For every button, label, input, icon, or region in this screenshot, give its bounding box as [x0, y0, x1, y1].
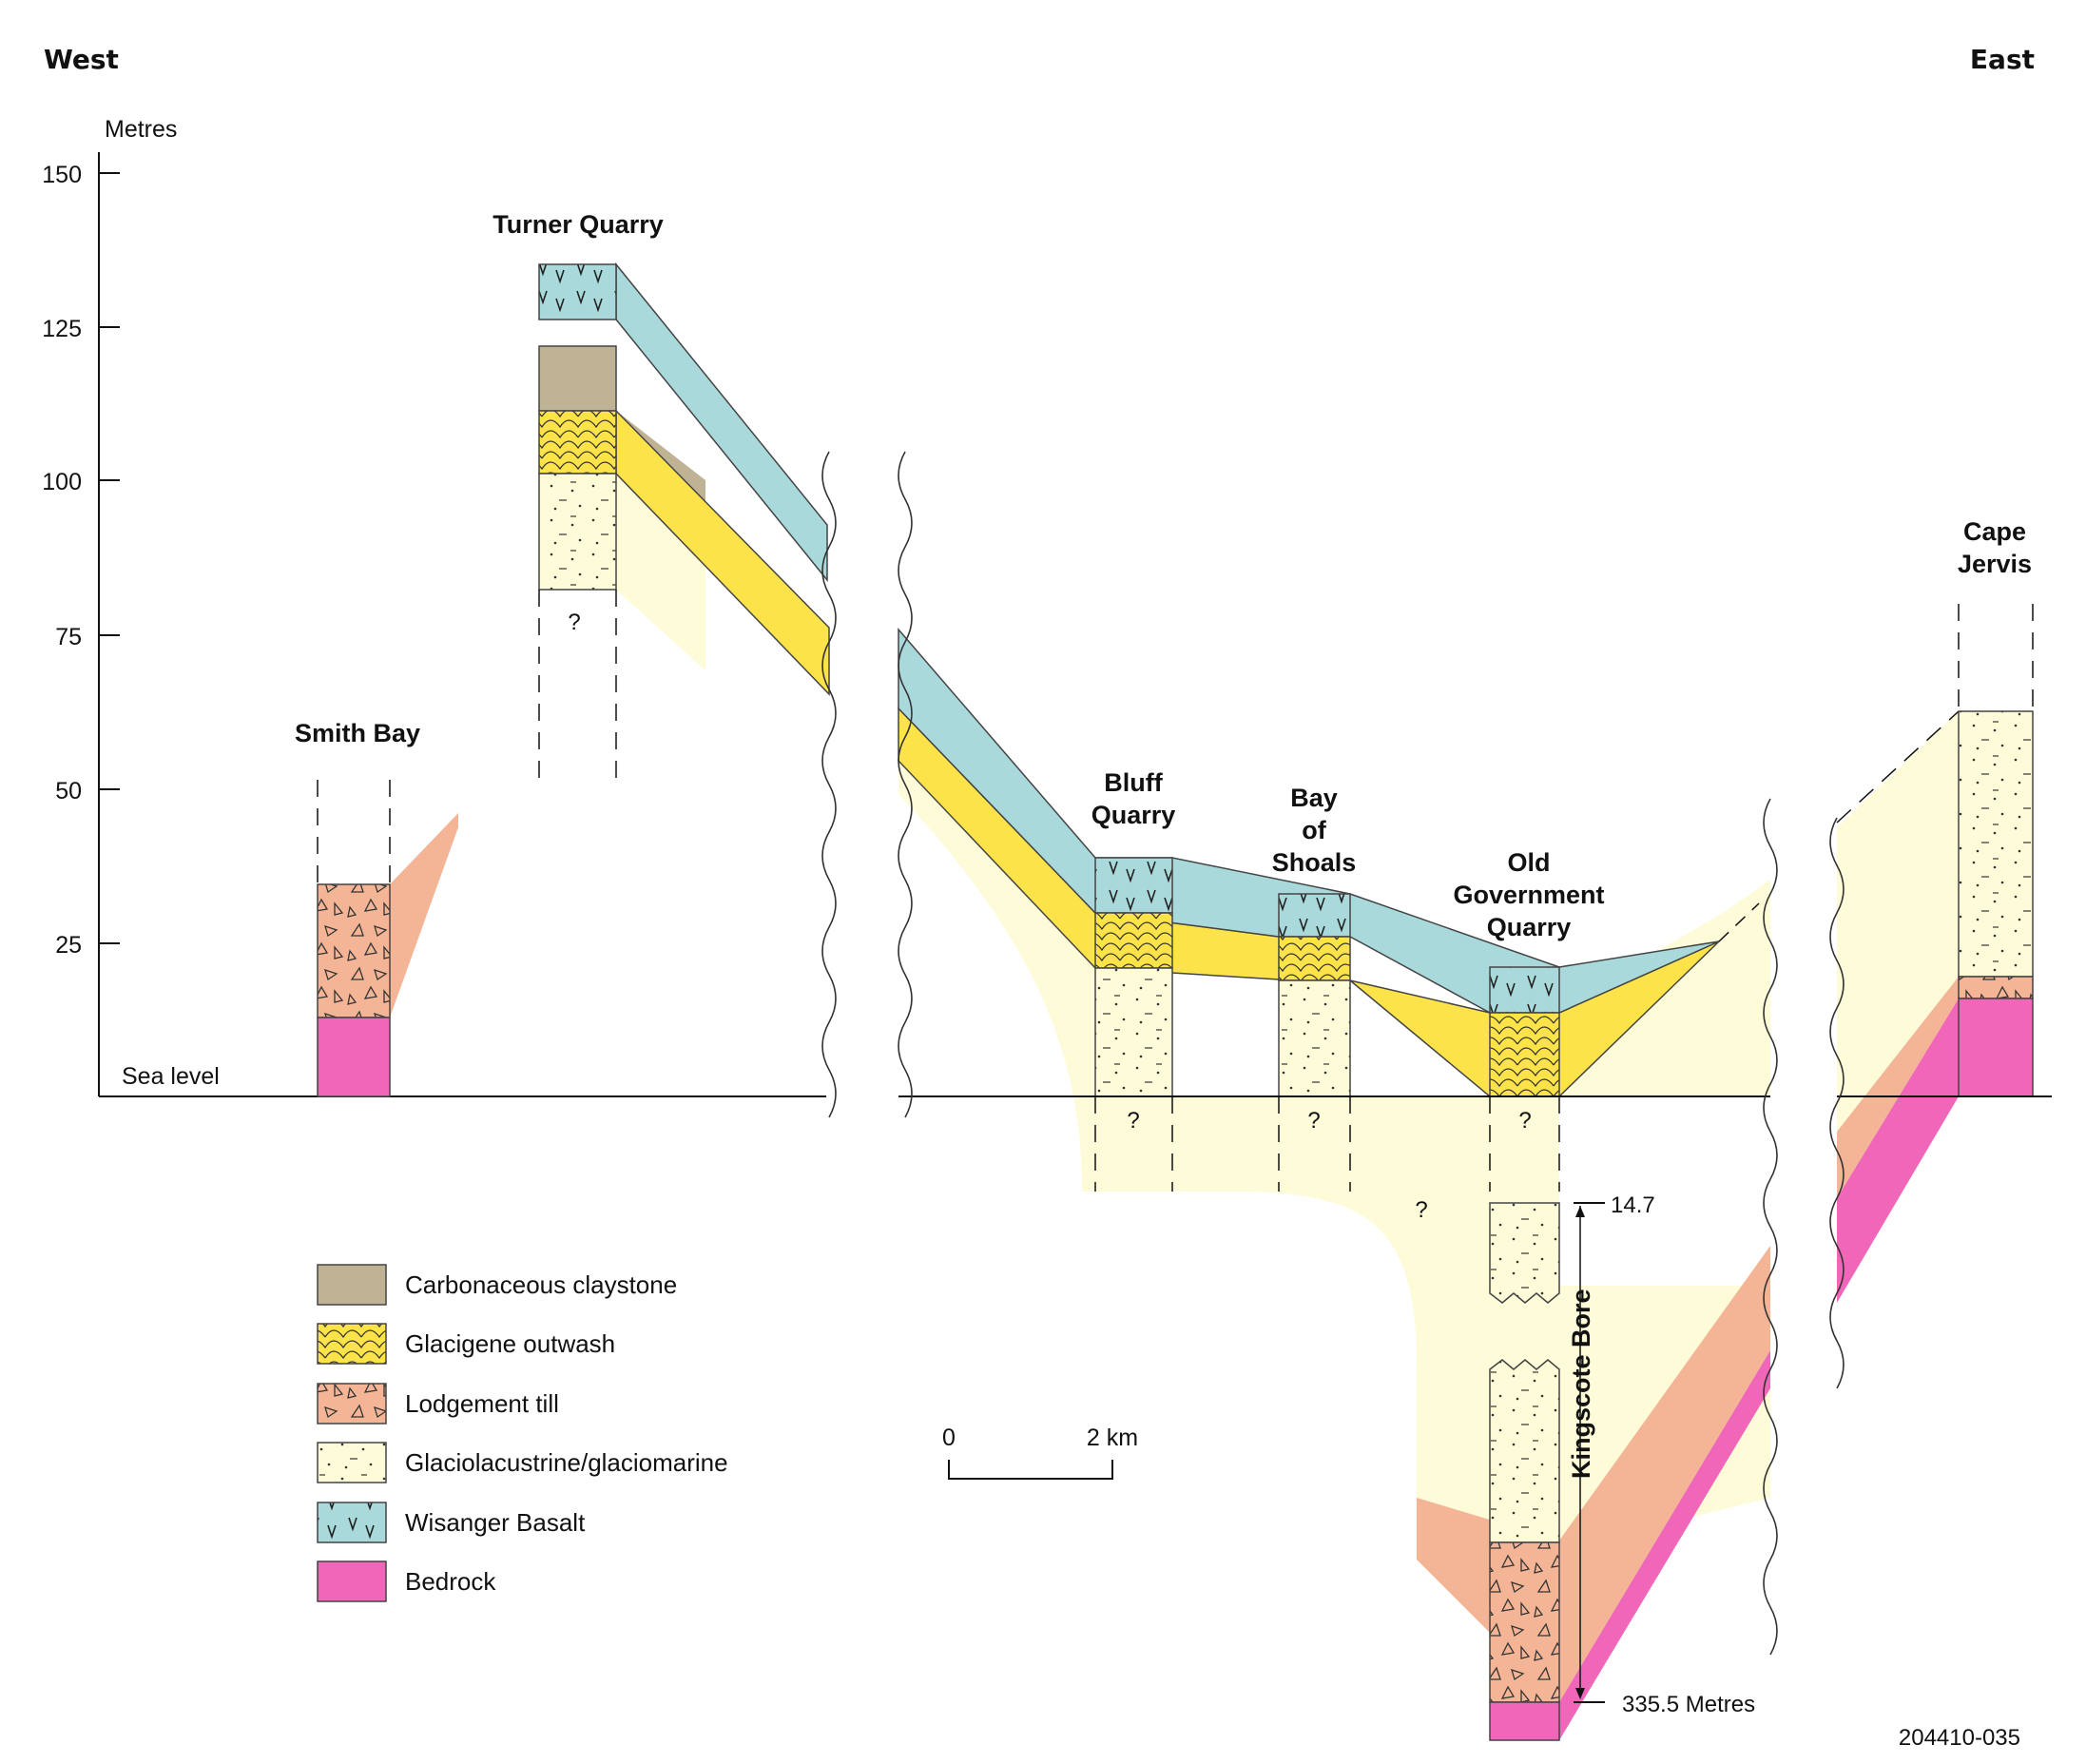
turner-outwash: [538, 410, 617, 475]
kingscote-bore-column: [1489, 1202, 1605, 1741]
west-label: West: [44, 44, 119, 75]
smith-bay-bedrock: [317, 1017, 391, 1097]
tick-label-150: 150: [42, 162, 82, 188]
cape-jervis-column: [1958, 604, 2034, 1097]
legend-label-basalt: Wisanger Basalt: [405, 1508, 586, 1537]
legend: Carbonaceous claystone Glacigene outwash…: [317, 1264, 728, 1602]
east-label: East: [1970, 44, 2035, 75]
till-band-east: [1837, 977, 1959, 1198]
bay-of-shoals-label-line3: Shoals: [1272, 848, 1357, 877]
depth-label-top: 14.7: [1611, 1192, 1655, 1218]
bluff-quarry-column: [1094, 857, 1173, 1192]
bay-of-shoals-column: [1278, 893, 1351, 1192]
legend-swatch-glacio: [317, 1442, 387, 1483]
turner-quarry-column: [538, 262, 830, 789]
smith-bay-label: Smith Bay: [295, 719, 420, 747]
turner-quarry-label: Turner Quarry: [493, 210, 664, 239]
y-axis-ticks: [99, 172, 120, 944]
old-government-quarry-column: [1489, 966, 1560, 1192]
smith-bay-till: [317, 883, 391, 1018]
cape-jervis-label-line2: Jervis: [1958, 550, 2032, 578]
smith-bay-column: [317, 780, 458, 1097]
question-mark-turner: ?: [568, 610, 580, 635]
bluff-quarry-label-line1: Bluff: [1104, 768, 1163, 797]
break-line-central-left: [898, 451, 913, 1118]
sea-level-label: Sea level: [122, 1063, 220, 1090]
break-line-east: [1829, 817, 1845, 1389]
smith-bay-till-wedge: [390, 813, 458, 1018]
question-mark-bluff: ?: [1127, 1108, 1139, 1134]
legend-label-glacio: Glaciolacustrine/glaciomarine: [405, 1448, 728, 1477]
bedrock-band-east: [1837, 998, 1959, 1303]
tick-label-125: 125: [42, 316, 82, 342]
question-mark-old-government: ?: [1518, 1108, 1531, 1134]
legend-swatch-claystone: [317, 1264, 387, 1306]
old-government-quarry-label-line3: Quarry: [1487, 913, 1572, 941]
legend-label-claystone: Carbonaceous claystone: [405, 1270, 677, 1299]
legend-swatch-outwash: [317, 1323, 387, 1365]
east-panel: [1829, 604, 2052, 1389]
figure-id: 204410-035: [1899, 1725, 2020, 1751]
tick-label-100: 100: [42, 469, 82, 495]
turner-glacio: [538, 473, 617, 591]
legend-swatch-basalt: [317, 1502, 387, 1543]
question-mark-basin: ?: [1415, 1197, 1427, 1223]
legend-swatch-bedrock: [317, 1560, 387, 1602]
scale-bar: 0 2 km: [942, 1425, 1138, 1480]
break-line-west: [821, 451, 837, 1118]
break-line-central-right: [1763, 798, 1778, 1656]
bay-of-shoals-label-line2: of: [1302, 816, 1326, 844]
glacio-basin-fill: [898, 761, 1770, 1550]
question-mark-bay-of-shoals: ?: [1307, 1108, 1320, 1134]
legend-swatch-till: [317, 1383, 387, 1425]
turner-basalt: [538, 263, 617, 320]
y-axis-unit: Metres: [105, 116, 177, 143]
tick-label-75: 75: [55, 624, 82, 650]
tick-label-50: 50: [55, 778, 82, 804]
turner-claystone: [538, 345, 617, 412]
old-government-quarry-label-line1: Old: [1508, 848, 1551, 877]
cape-jervis-label-line1: Cape: [1963, 517, 2026, 546]
depth-label-bottom: 335.5 Metres: [1622, 1692, 1755, 1717]
central-panel: [898, 451, 1778, 1741]
legend-label-till: Lodgement till: [405, 1389, 559, 1418]
bay-of-shoals-label-line1: Bay: [1290, 784, 1338, 812]
old-government-quarry-label-line2: Government: [1453, 881, 1604, 909]
tick-label-25: 25: [55, 932, 82, 959]
bedrock-basin-wedge: [1559, 1350, 1770, 1740]
glacio-band-east: [1837, 711, 1959, 1132]
scale-bar-end: 2 km: [1087, 1425, 1138, 1451]
bluff-quarry-label-line2: Quarry: [1091, 801, 1176, 829]
legend-label-bedrock: Bedrock: [405, 1567, 496, 1596]
west-panel: [98, 152, 837, 1118]
kingscote-bore-label: Kingscote Bore: [1567, 1289, 1595, 1479]
legend-label-outwash: Glacigene outwash: [405, 1329, 615, 1358]
scale-bar-start: 0: [942, 1425, 956, 1451]
